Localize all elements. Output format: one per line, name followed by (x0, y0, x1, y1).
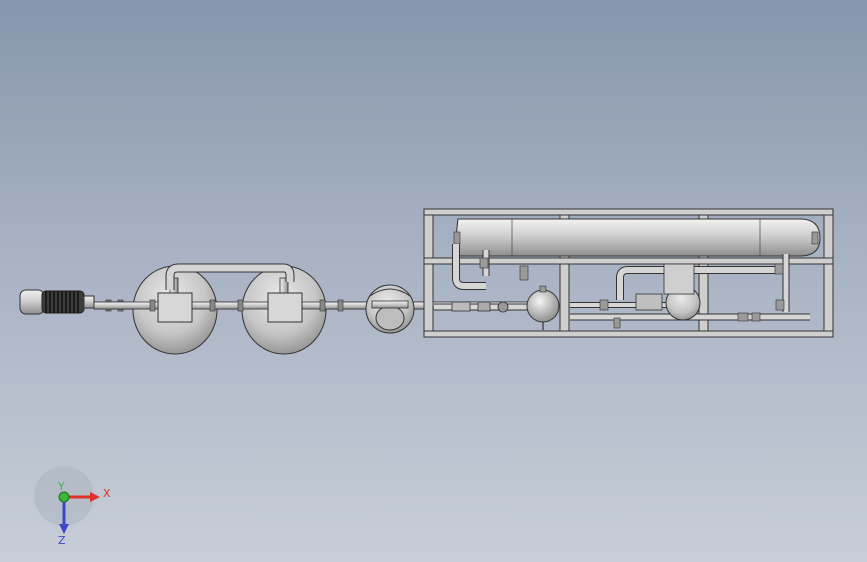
pump (365, 284, 415, 334)
vessel-1-housing (157, 292, 193, 323)
pipe-fittings (149, 299, 344, 312)
vessel-2-housing (267, 292, 303, 323)
triad-z-label: Z (58, 534, 66, 547)
motor (19, 289, 95, 315)
membrane-housing (453, 218, 821, 257)
gauges (479, 257, 785, 329)
pressure-tank (526, 285, 560, 330)
triad-origin (58, 491, 70, 503)
vessel-connecting-pipe (165, 263, 295, 290)
triad-x-label: X (103, 487, 111, 500)
triad-y-label: Y (57, 480, 65, 493)
high-pressure-pump (635, 263, 701, 321)
inlet-valves (451, 301, 509, 313)
coordinate-triad: X Y Z (34, 466, 111, 547)
